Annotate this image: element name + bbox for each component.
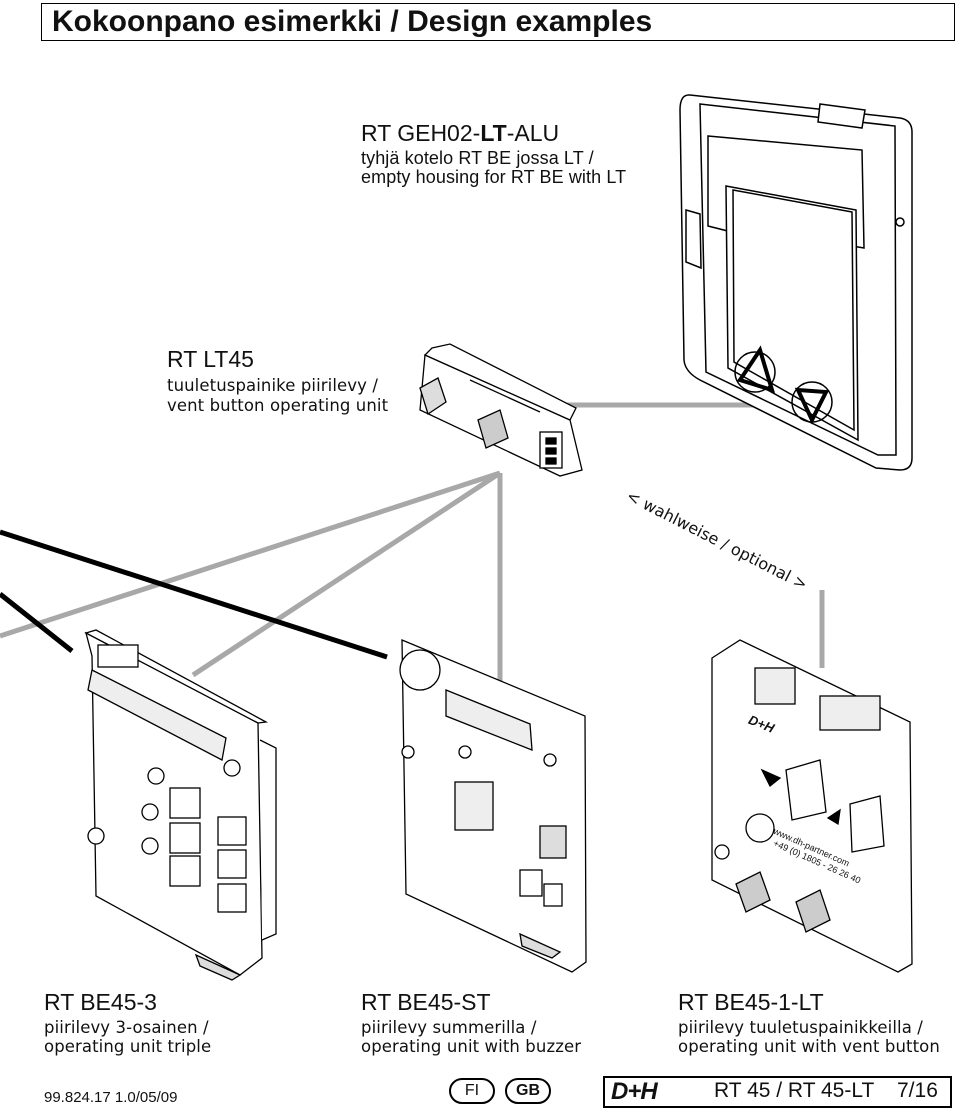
product-1-name: RT BE45-3 [44, 989, 157, 1015]
footer-brand-frame [603, 1076, 952, 1108]
vent-unit-drawing [419, 343, 583, 477]
title-frame [41, 3, 955, 41]
housing-desc-2: empty housing for RT BE with LT [361, 167, 627, 187]
product-2-desc-2: operating unit with buzzer [361, 1037, 582, 1056]
board-buzzer-drawing [399, 639, 587, 973]
housing-drawing [679, 94, 913, 471]
product-1-desc-1: piirilevy 3-osainen / [44, 1018, 209, 1037]
vent-unit-desc-1: tuuletuspainike piirilevy / [167, 376, 378, 395]
language-badge-fi: FI [449, 1078, 495, 1104]
document-title: RT 45 / RT 45-LT [714, 1079, 875, 1102]
wires [0, 529, 388, 660]
housing-desc-1: tyhjä kotelo RT BE jossa LT / [361, 148, 594, 168]
product-3-desc-2: operating unit with vent button [678, 1037, 940, 1056]
product-2-name: RT BE45-ST [361, 989, 491, 1015]
product-3-name: RT BE45-1-LT [678, 989, 824, 1015]
product-3-desc-1: piirilevy tuuletuspainikkeilla / [678, 1018, 923, 1037]
housing-name: RT GEH02-LT-ALU [361, 120, 560, 146]
language-badge-gb: GB [505, 1078, 551, 1104]
board-triple-drawing [84, 629, 277, 981]
document-code: 99.824.17 1.0/05/09 [44, 1089, 178, 1106]
board-vent-drawing [711, 639, 913, 973]
product-2-desc-1: piirilevy summerilla / [361, 1018, 537, 1037]
vent-unit-name: RT LT45 [167, 346, 254, 372]
brand-logo: D+H [611, 1078, 658, 1105]
page-number: 7/16 [897, 1079, 938, 1102]
product-1-desc-2: operating unit triple [44, 1037, 212, 1056]
vent-unit-desc-2: vent button operating unit [167, 396, 389, 415]
page-title: Kokoonpano esimerkki / Design examples [52, 5, 653, 38]
